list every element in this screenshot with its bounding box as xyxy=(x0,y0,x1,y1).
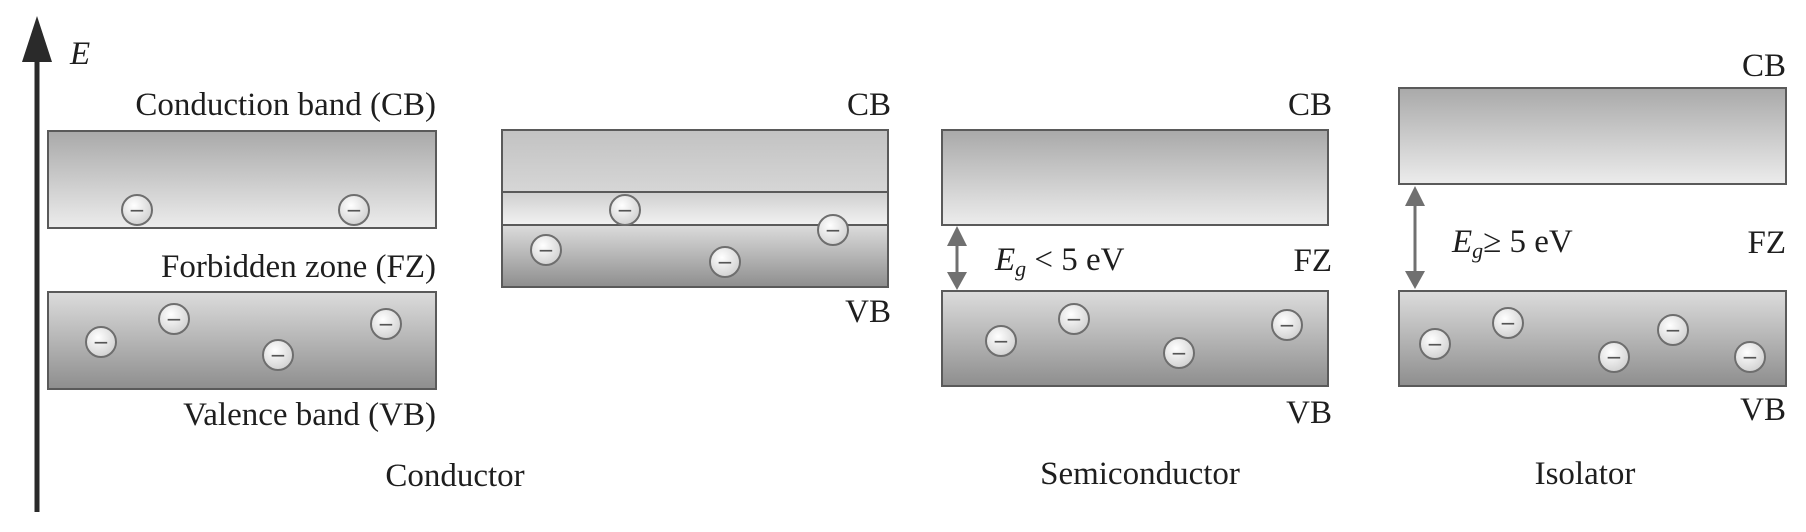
conductor-vb-label: Valence band (VB) xyxy=(183,397,436,433)
electron-icon: − xyxy=(1657,314,1689,346)
isolator-gap-arrow xyxy=(1405,186,1425,289)
semiconductor-cb-label: CB xyxy=(1287,87,1332,123)
svg-text:−: − xyxy=(346,198,363,222)
conductor-fz-label: Forbidden zone (FZ) xyxy=(161,249,436,285)
electron-icon: − xyxy=(530,234,562,266)
electron-icon: − xyxy=(1058,303,1090,335)
electron-icon: − xyxy=(338,194,370,226)
svg-text:−: − xyxy=(993,329,1010,353)
electron-icon: − xyxy=(985,325,1017,357)
svg-text:−: − xyxy=(617,198,634,222)
isolator-fz-label: FZ xyxy=(1747,225,1786,261)
svg-text:−: − xyxy=(1500,311,1517,335)
electron-icon: − xyxy=(1492,307,1524,339)
svg-text:−: − xyxy=(717,250,734,274)
svg-text:−: − xyxy=(538,238,555,262)
isolator-cb-label: CB xyxy=(1741,48,1786,84)
isolator-gap-label: Eg≥ 5 eV xyxy=(1452,224,1573,263)
svg-text:−: − xyxy=(93,330,110,354)
electron-icon: − xyxy=(1163,337,1195,369)
semiconductor-fz-label: FZ xyxy=(1293,243,1332,279)
electron-icon: − xyxy=(1598,341,1630,373)
electron-icon: − xyxy=(85,326,117,358)
svg-text:−: − xyxy=(166,307,183,331)
energy-axis-arrowhead xyxy=(22,16,52,62)
svg-text:−: − xyxy=(1171,341,1188,365)
semiconductor-caption: Semiconductor xyxy=(1040,456,1240,492)
overlap-cb-band xyxy=(501,129,889,193)
svg-text:−: − xyxy=(378,312,395,336)
isolator-cb-band xyxy=(1398,87,1787,185)
electron-icon: − xyxy=(1419,328,1451,360)
isolator-vb-label: VB xyxy=(1740,392,1786,428)
electron-icon: − xyxy=(817,214,849,246)
semiconductor-vb-label: VB xyxy=(1286,395,1332,431)
conductor-caption: Conductor xyxy=(385,458,525,494)
electron-icon: − xyxy=(121,194,153,226)
energy-axis-label: E xyxy=(70,36,91,72)
electron-icon: − xyxy=(1734,341,1766,373)
svg-text:−: − xyxy=(1742,345,1759,369)
electron-icon: − xyxy=(709,246,741,278)
conductor-cb-label: Conduction band (CB) xyxy=(135,87,436,123)
isolator-vb-band xyxy=(1398,290,1787,387)
semiconductor-gap-arrow xyxy=(947,226,967,290)
svg-text:−: − xyxy=(270,343,287,367)
svg-text:−: − xyxy=(1665,318,1682,342)
electron-icon: − xyxy=(1271,309,1303,341)
svg-text:−: − xyxy=(129,198,146,222)
overlap-vb-label: VB xyxy=(845,294,891,330)
semiconductor-cb-band xyxy=(941,129,1329,226)
electron-icon: − xyxy=(370,308,402,340)
svg-text:−: − xyxy=(825,218,842,242)
isolator-caption: Isolator xyxy=(1534,456,1636,492)
electron-icon: − xyxy=(262,339,294,371)
svg-text:−: − xyxy=(1279,313,1296,337)
semiconductor-gap-label: Eg < 5 eV xyxy=(995,242,1125,281)
svg-text:−: − xyxy=(1606,345,1623,369)
svg-text:−: − xyxy=(1066,307,1083,331)
electron-icon: − xyxy=(609,194,641,226)
overlap-cb-label: CB xyxy=(846,87,891,123)
svg-text:−: − xyxy=(1427,332,1444,356)
conductor-cb-band xyxy=(47,130,437,229)
electron-icon: − xyxy=(158,303,190,335)
